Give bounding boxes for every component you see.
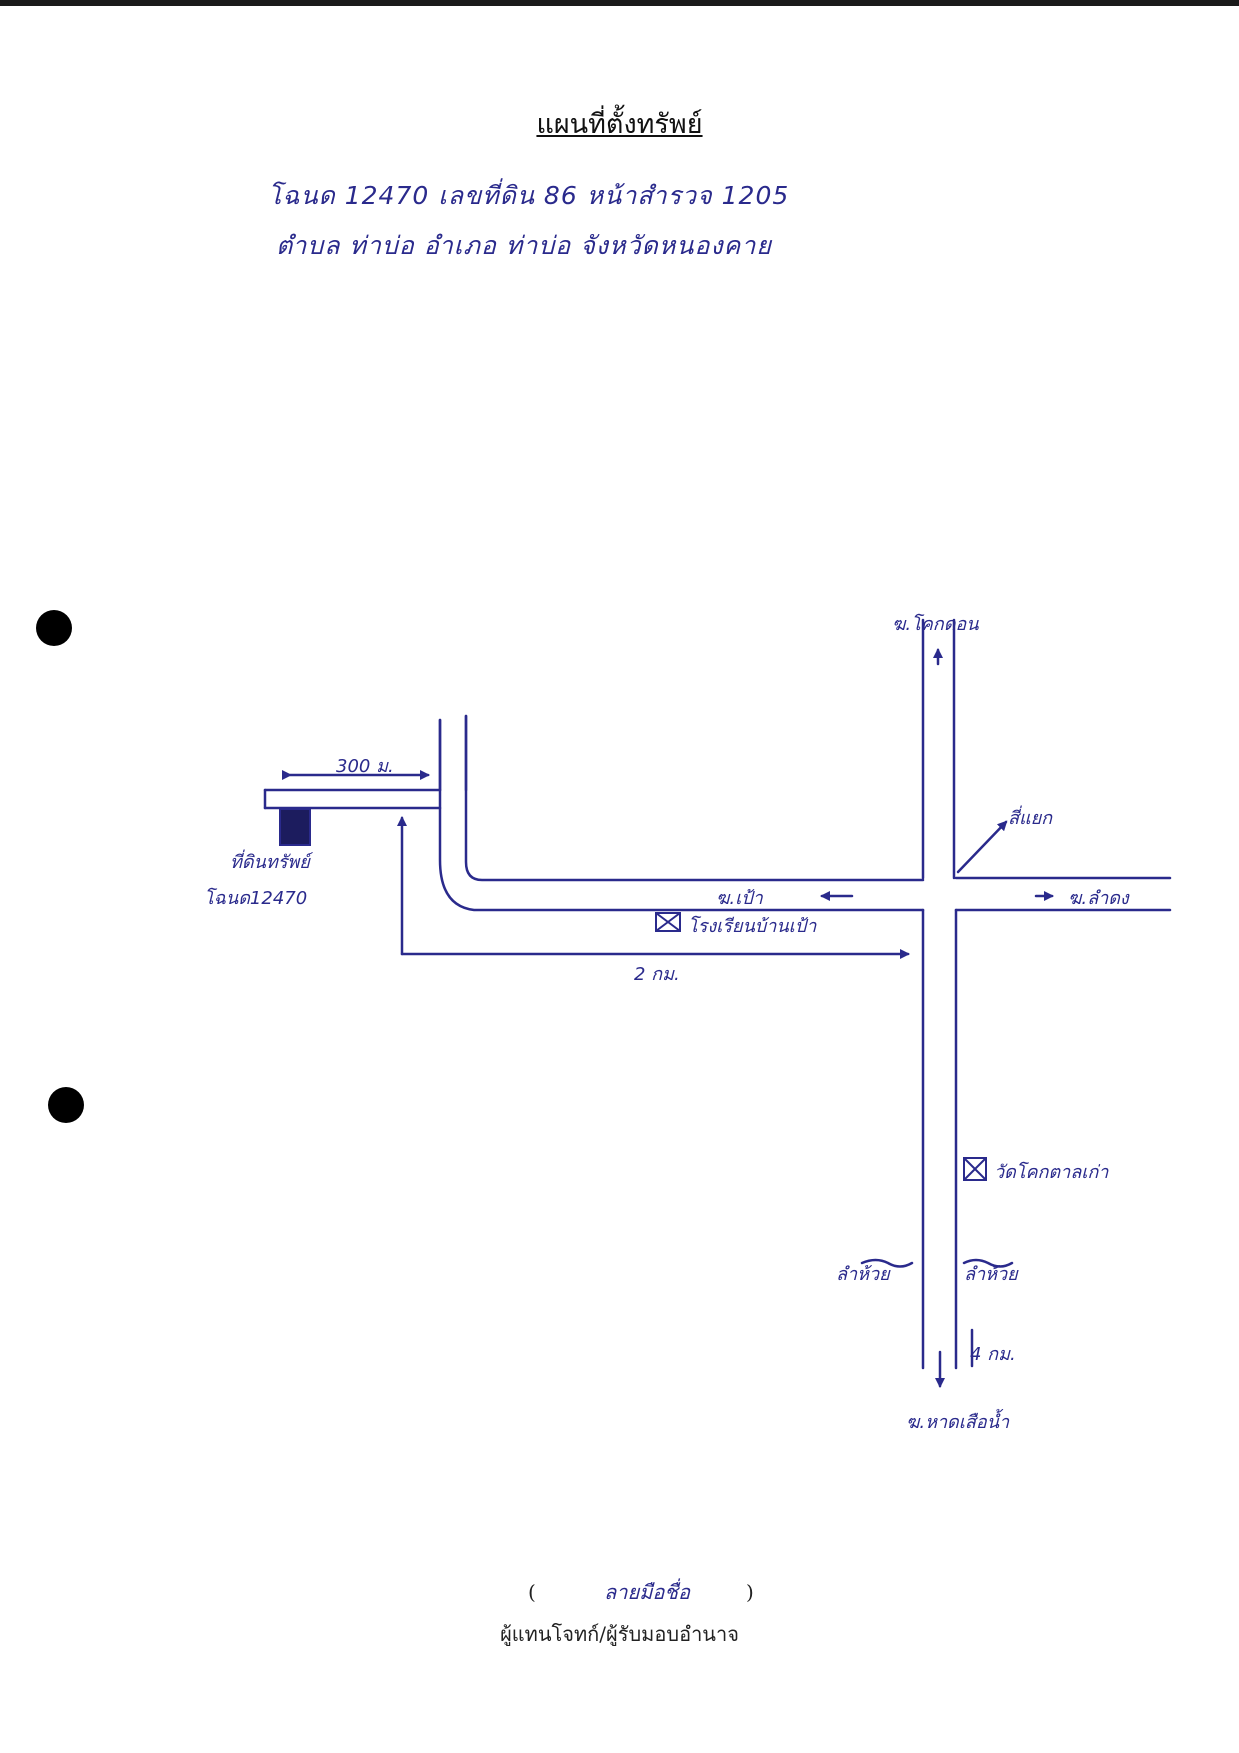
temple-label: วัดโคกตาลเก่า — [994, 1161, 1109, 1183]
distance-4km-label: 4 กม. — [970, 1344, 1016, 1365]
property-deed-label: โฉนด12470 — [204, 887, 307, 909]
creek-right-label: ลำห้วย — [964, 1264, 1019, 1285]
page-title: แผนที่ตั้งทรัพย์ — [536, 109, 703, 140]
temple-landmark-icon — [963, 1157, 987, 1181]
northeast-arrow — [956, 820, 1008, 874]
property-label: ที่ดินทรัพย์ — [230, 849, 314, 873]
west-road-top-edge — [464, 714, 925, 882]
signature-mark: ลายมือชื่อ — [604, 1580, 690, 1604]
punch-hole-bottom — [48, 1087, 84, 1123]
west-road-label: ฆ.เป้า — [716, 888, 764, 909]
signature-paren-close: ) — [746, 1580, 754, 1604]
north-label: ฆ.โคกดอน — [892, 613, 979, 635]
creek-left-mark — [860, 1258, 914, 1268]
property-marker — [279, 808, 311, 846]
creek-left-label: ลำห้วย — [836, 1264, 891, 1285]
northeast-label: สี่แยก — [1008, 805, 1053, 829]
distance-300m-label: 300 ม. — [336, 756, 394, 777]
location-line: ตำบล ท่าบ่อ อำเภอ ท่าบ่อ จังหวัดหนองคาย — [276, 231, 772, 260]
page-top-border — [0, 0, 1239, 6]
creek-right-mark — [962, 1258, 1014, 1268]
signer-role: ผู้แทนโจทก์/ผู้รับมอบอำนาจ — [500, 1622, 739, 1646]
south-label: ฆ.หาดเสือน้ำ — [906, 1408, 1010, 1433]
punch-hole-top — [36, 610, 72, 646]
school-landmark-icon — [655, 912, 681, 932]
east-road-label: ฆ.ลำดง — [1068, 888, 1130, 909]
title-deed-line: โฉนด 12470 เลขที่ดิน 86 หน้าสำรวจ 1205 — [268, 181, 790, 210]
signature-paren-open: ( — [528, 1580, 536, 1604]
distance-2km-label: 2 กม. — [634, 964, 680, 985]
west-road-bottom-edge — [438, 718, 925, 912]
school-label: โรงเรียนบ้านเป้า — [688, 915, 817, 937]
